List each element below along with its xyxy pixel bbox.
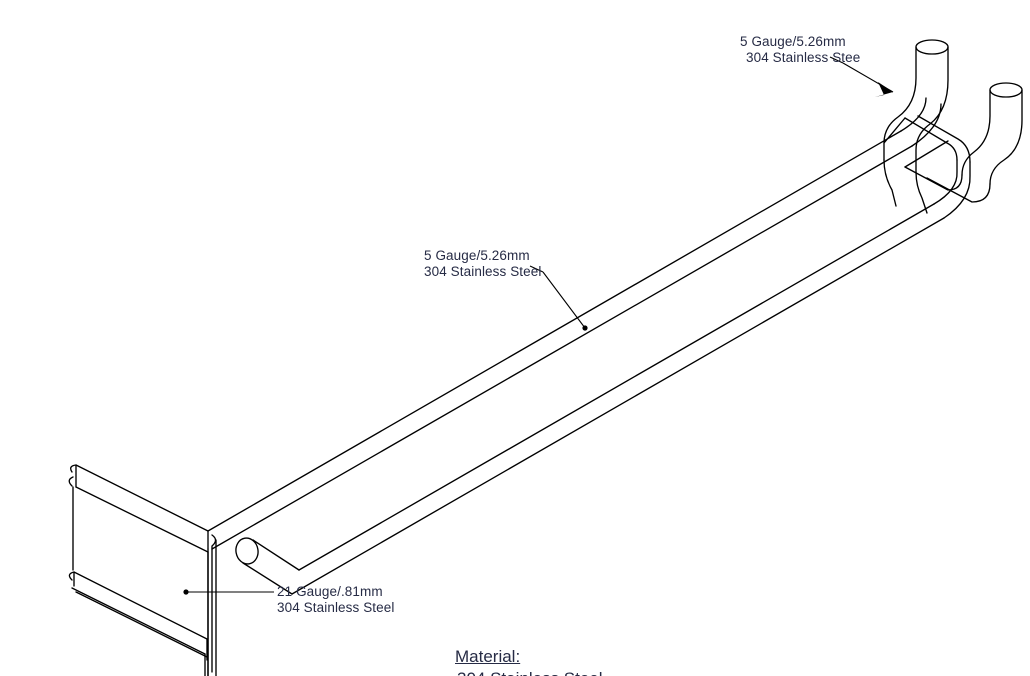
material-heading: Material: bbox=[455, 647, 521, 666]
leader-middle-tick bbox=[529, 265, 544, 273]
leader-middle-dot bbox=[582, 325, 588, 331]
callout-bracket-material: 21 Gauge/.81mm 304 Stainless Steel bbox=[277, 584, 394, 616]
callout-top-line1: 5 Gauge/5.26mm bbox=[740, 34, 846, 49]
callout-middle-line1: 5 Gauge/5.26mm bbox=[424, 248, 530, 263]
wire-return-loop bbox=[904, 115, 971, 163]
upper-prong-tail-left bbox=[883, 159, 897, 207]
leader-middle-line bbox=[542, 271, 586, 329]
callout-upper-prong-material: 5 Gauge/5.26mm 304 Stainless Stee bbox=[740, 34, 860, 66]
lower-rod-bottom-edge-b bbox=[291, 217, 945, 595]
callout-bottom-line2: 304 Stainless Steel bbox=[277, 600, 395, 615]
leader-bottom-dot bbox=[183, 589, 189, 595]
upper-rod-return-outer bbox=[900, 97, 927, 132]
leader-top-tick bbox=[829, 56, 844, 64]
upper-prong bbox=[883, 39, 949, 214]
bracket-right-return-outer bbox=[211, 534, 217, 673]
lower-prong bbox=[904, 82, 1023, 203]
bracket-top-hem-cap bbox=[68, 476, 74, 487]
callout-bottom-line1: 21 Gauge/.81mm bbox=[277, 584, 383, 599]
upper-wire-rod bbox=[207, 97, 942, 550]
upper-prong-cut-end-ellipse bbox=[915, 39, 949, 55]
loop-lower-to-bend bbox=[904, 117, 958, 161]
loop-lower-to-bend-inner bbox=[917, 115, 971, 163]
leader-terminators bbox=[183, 82, 893, 595]
label-bracket bbox=[68, 464, 217, 676]
lower-rod-bottom-edge-a bbox=[242, 562, 293, 595]
upper-rod-bottom-edge bbox=[211, 145, 913, 550]
lower-rod-top-edge-b bbox=[298, 203, 935, 571]
bracket-top-hem-inner bbox=[75, 486, 209, 553]
material-sub: 304 Stainless Steel bbox=[455, 668, 603, 676]
callout-top-line2: 304 Stainless Stee bbox=[746, 50, 861, 65]
bracket-top-hem-outer bbox=[70, 464, 209, 532]
lower-prong-right-edge bbox=[989, 89, 1023, 185]
cross-bend-lower bbox=[904, 140, 949, 168]
lower-prong-sweep-outer bbox=[926, 177, 991, 203]
upper-rod-top-edge bbox=[207, 130, 902, 532]
drawing-geometry bbox=[68, 39, 1023, 676]
bracket-bottom-hem-inner2 bbox=[75, 591, 208, 658]
bracket-bottom-hem-inner bbox=[71, 587, 206, 655]
lower-prong-cut-end-ellipse bbox=[989, 82, 1023, 98]
lower-rod-return-outer bbox=[933, 159, 958, 205]
lower-rod-top-edge-a bbox=[252, 539, 300, 571]
lower-prong-sweep-inner bbox=[904, 166, 963, 191]
lower-wire-rod bbox=[235, 159, 971, 595]
leader-lines bbox=[186, 56, 894, 593]
leader-top-arrowhead bbox=[875, 82, 893, 97]
upper-prong-right-edge bbox=[915, 46, 949, 173]
upper-prong-tail-right bbox=[915, 171, 928, 214]
lower-rod-return-inner bbox=[943, 161, 971, 219]
material-title-block: Material: 304 Stainless Steel bbox=[455, 646, 603, 676]
lower-rod-cut-end-ellipse bbox=[235, 537, 259, 565]
callout-wire-rod-material: 5 Gauge/5.26mm 304 Stainless Steel bbox=[424, 248, 541, 280]
prong-cross-bend bbox=[883, 117, 949, 168]
callout-middle-line2: 304 Stainless Steel bbox=[424, 264, 542, 279]
lower-prong-left-edge bbox=[961, 89, 991, 176]
bracket-bottom-hem-outer bbox=[68, 571, 208, 640]
cross-bend-upper bbox=[883, 117, 906, 144]
upper-prong-left-edge bbox=[883, 46, 917, 161]
